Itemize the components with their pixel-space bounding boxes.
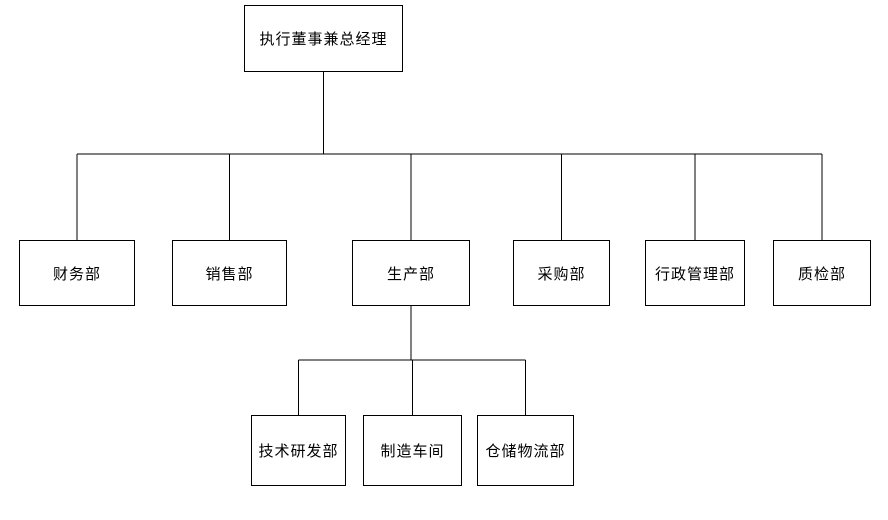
org-node-label: 质检部 xyxy=(797,265,846,283)
org-node-label: 技术研发部 xyxy=(258,443,339,460)
org-node-purchasing: 采购部 xyxy=(513,240,610,306)
org-node-label: 行政管理部 xyxy=(654,265,735,283)
org-node-label: 生产部 xyxy=(386,265,435,283)
org-node-label: 制造车间 xyxy=(380,443,445,460)
org-node-label: 采购部 xyxy=(537,265,586,283)
org-node-workshop: 制造车间 xyxy=(363,415,462,486)
org-node-label: 财务部 xyxy=(52,265,101,283)
org-node-label: 执行董事兼总经理 xyxy=(259,31,388,48)
org-node-logistics: 仓储物流部 xyxy=(477,415,574,486)
org-node-rnd: 技术研发部 xyxy=(251,415,346,486)
org-node-admin: 行政管理部 xyxy=(645,240,745,306)
org-node-label: 仓储物流部 xyxy=(485,443,566,460)
org-node-quality: 质检部 xyxy=(773,240,871,306)
org-node-label: 销售部 xyxy=(205,265,254,283)
org-node-finance: 财务部 xyxy=(19,240,135,306)
org-node-root: 执行董事兼总经理 xyxy=(244,5,403,72)
org-node-production: 生产部 xyxy=(352,240,470,306)
org-node-sales: 销售部 xyxy=(172,240,287,306)
